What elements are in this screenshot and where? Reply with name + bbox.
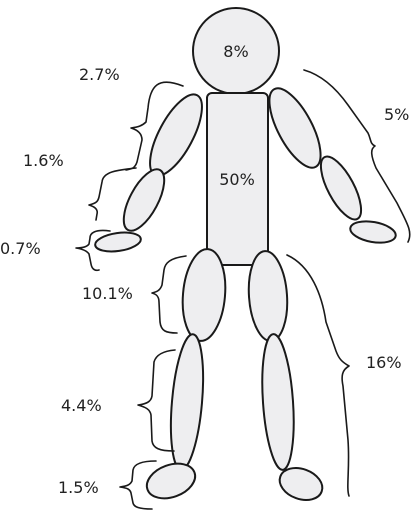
thigh-brace [152, 256, 186, 333]
trunk-label: 50% [219, 170, 255, 189]
whole-arm-label: 5% [384, 105, 409, 124]
left-forearm-shape [116, 163, 173, 236]
upper-arm-label: 2.7% [79, 65, 120, 84]
head-label: 8% [223, 42, 248, 61]
shank-label: 4.4% [61, 396, 102, 415]
whole-leg-brace [287, 255, 349, 496]
shank-brace [138, 350, 175, 451]
foot-label: 1.5% [58, 478, 99, 497]
thigh-label: 10.1% [82, 284, 133, 303]
left-thigh-shape [179, 247, 229, 342]
left-hand-shape [94, 230, 142, 254]
hand-label: 0.7% [0, 239, 41, 258]
left-foot-shape [142, 457, 200, 504]
human-figure [94, 8, 397, 506]
right-thigh-shape [246, 250, 290, 342]
right-hand-shape [349, 218, 398, 246]
forearm-label: 1.6% [23, 151, 64, 170]
right-shank-shape [258, 333, 297, 471]
whole-leg-label: 16% [366, 353, 402, 372]
left-upper-arm-shape [140, 87, 212, 182]
right-upper-arm-shape [259, 81, 330, 175]
right-forearm-shape [313, 151, 369, 225]
